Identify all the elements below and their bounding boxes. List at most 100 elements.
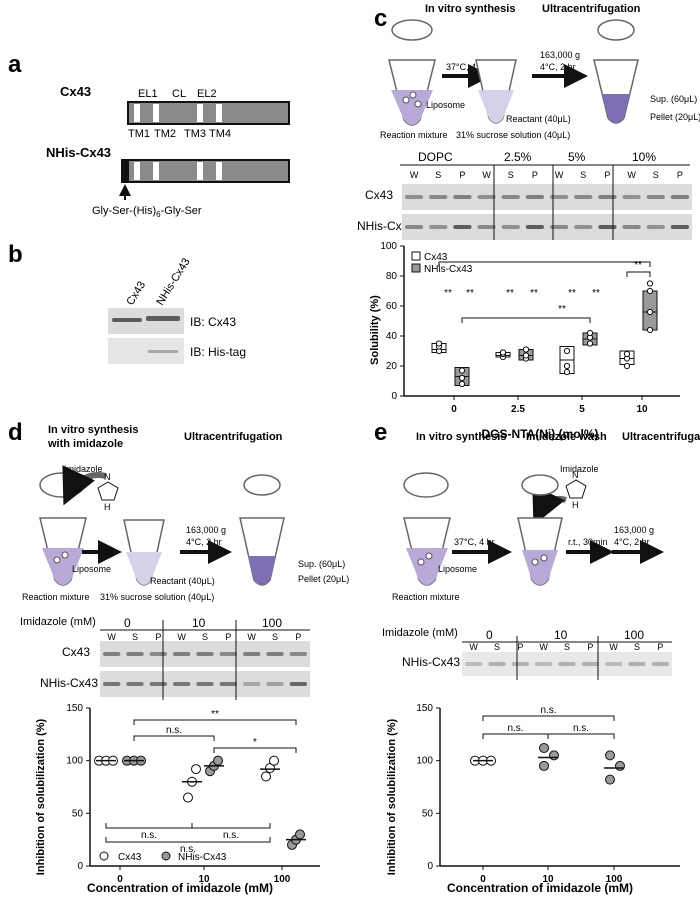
sig-label: n.s. xyxy=(141,830,157,841)
c-head1: In vitro synthesis xyxy=(425,3,515,15)
d-reactant: Reactant (40μL) xyxy=(150,576,215,586)
band xyxy=(622,195,641,199)
d-tube-2 xyxy=(123,519,165,586)
data-point xyxy=(586,329,594,337)
y-tick-label: 0 xyxy=(77,861,83,872)
lane-label-s: S xyxy=(580,170,586,180)
data-point xyxy=(261,771,271,782)
data-point xyxy=(435,340,443,347)
band xyxy=(535,662,553,666)
d-pellet: Pellet (20μL) xyxy=(298,574,349,584)
band xyxy=(477,225,496,229)
his-tag-label: Gly-Ser-(His)6-Gly-Ser xyxy=(92,205,202,219)
e-head2: Imidazole wash xyxy=(526,431,607,443)
y-tick-label: 80 xyxy=(386,271,398,282)
lane-label-s: S xyxy=(272,632,278,642)
sig-label: ** xyxy=(506,288,514,299)
data-point xyxy=(458,367,466,374)
nhis-topology-bar xyxy=(121,159,290,183)
c-group-dopc: DOPC xyxy=(418,150,453,164)
d-head2: Ultracentrifugation xyxy=(184,431,283,443)
band xyxy=(558,662,576,666)
band xyxy=(598,195,617,199)
d-tube-3 xyxy=(239,474,285,586)
band xyxy=(126,682,144,686)
sig-label: n.s. xyxy=(166,725,182,736)
data-point xyxy=(499,349,507,356)
x-tick-label: 10 xyxy=(636,404,648,415)
d-xlabel: Concentration of imidazole (mM) xyxy=(87,881,273,895)
data-point xyxy=(458,374,466,382)
lane-label-w: W xyxy=(469,642,478,652)
band xyxy=(670,195,689,199)
c-group-2-5: 2.5% xyxy=(504,150,532,164)
band xyxy=(501,195,520,199)
c-liposome: Liposome xyxy=(426,100,465,110)
band xyxy=(453,195,472,199)
a-el1: EL1 xyxy=(138,88,158,100)
data-point xyxy=(623,350,631,358)
data-point xyxy=(539,760,549,771)
c-blot-cx43 xyxy=(402,184,692,210)
data-point xyxy=(646,287,654,295)
c-blot-headers: DOPC 2.5% 5% 10% xyxy=(400,150,690,166)
lane-label-s: S xyxy=(508,170,514,180)
e-head1: In vitro synthesis xyxy=(416,431,506,443)
d-group-10: 10 xyxy=(192,616,206,630)
sig-label: ** xyxy=(530,288,538,299)
b-lane-cx43: Cx43 xyxy=(124,279,148,307)
y-tick-label: 60 xyxy=(386,301,398,312)
svg-text:N: N xyxy=(572,470,579,480)
legend-marker-cx43 xyxy=(99,851,109,861)
y-tick-label: 0 xyxy=(427,861,433,872)
e-group-10: 10 xyxy=(554,628,568,642)
e-row-nhis: NHis-Cx43 xyxy=(402,655,460,669)
lane-label-w: W xyxy=(247,632,256,642)
data-point xyxy=(563,368,571,376)
band xyxy=(646,225,665,229)
sig-bracket xyxy=(105,823,193,829)
band xyxy=(243,682,261,686)
y-tick-label: 0 xyxy=(391,391,397,402)
sig-label: ** xyxy=(558,304,566,315)
band xyxy=(405,195,424,199)
band xyxy=(488,662,506,666)
band xyxy=(511,662,529,666)
band xyxy=(574,195,593,199)
band xyxy=(103,652,121,656)
data-point xyxy=(213,755,223,766)
sig-bracket xyxy=(191,823,271,829)
a-cx43-label: Cx43 xyxy=(60,84,91,99)
data-point xyxy=(269,755,279,766)
e-group-0: 0 xyxy=(486,628,493,642)
band xyxy=(501,225,520,229)
c-reactant: Reactant (40μL) xyxy=(506,114,571,124)
x-tick-label: 0 xyxy=(480,874,486,885)
data-point xyxy=(522,352,530,359)
band xyxy=(103,682,121,686)
y-tick-label: 150 xyxy=(66,703,83,714)
legend-label-cx43: Cx43 xyxy=(118,852,142,863)
band xyxy=(605,662,623,666)
sig-label: n.s. xyxy=(507,723,523,734)
e-ylabel: Inhibition of solubilization (%) xyxy=(386,718,398,875)
c-ylabel: Solubility (%) xyxy=(369,295,381,365)
d-step2b: 4°C, 2 hr xyxy=(186,537,222,547)
legend-swatch-nhis xyxy=(411,263,421,273)
d-imidazole-add-arrow xyxy=(62,465,107,506)
y-tick-label: 20 xyxy=(386,361,398,372)
d-liposome: Liposome xyxy=(72,564,111,574)
y-tick-label: 100 xyxy=(416,756,433,767)
svg-text:H: H xyxy=(104,502,111,512)
c-tube-3 xyxy=(593,19,639,124)
b-ib-cx43: IB: Cx43 xyxy=(190,315,236,329)
d-head1b: with imidazole xyxy=(47,438,123,450)
d-sucrose: 31% sucrose solution (40μL) xyxy=(100,592,214,602)
y-tick-label: 150 xyxy=(416,703,433,714)
lane-label-s: S xyxy=(202,632,208,642)
